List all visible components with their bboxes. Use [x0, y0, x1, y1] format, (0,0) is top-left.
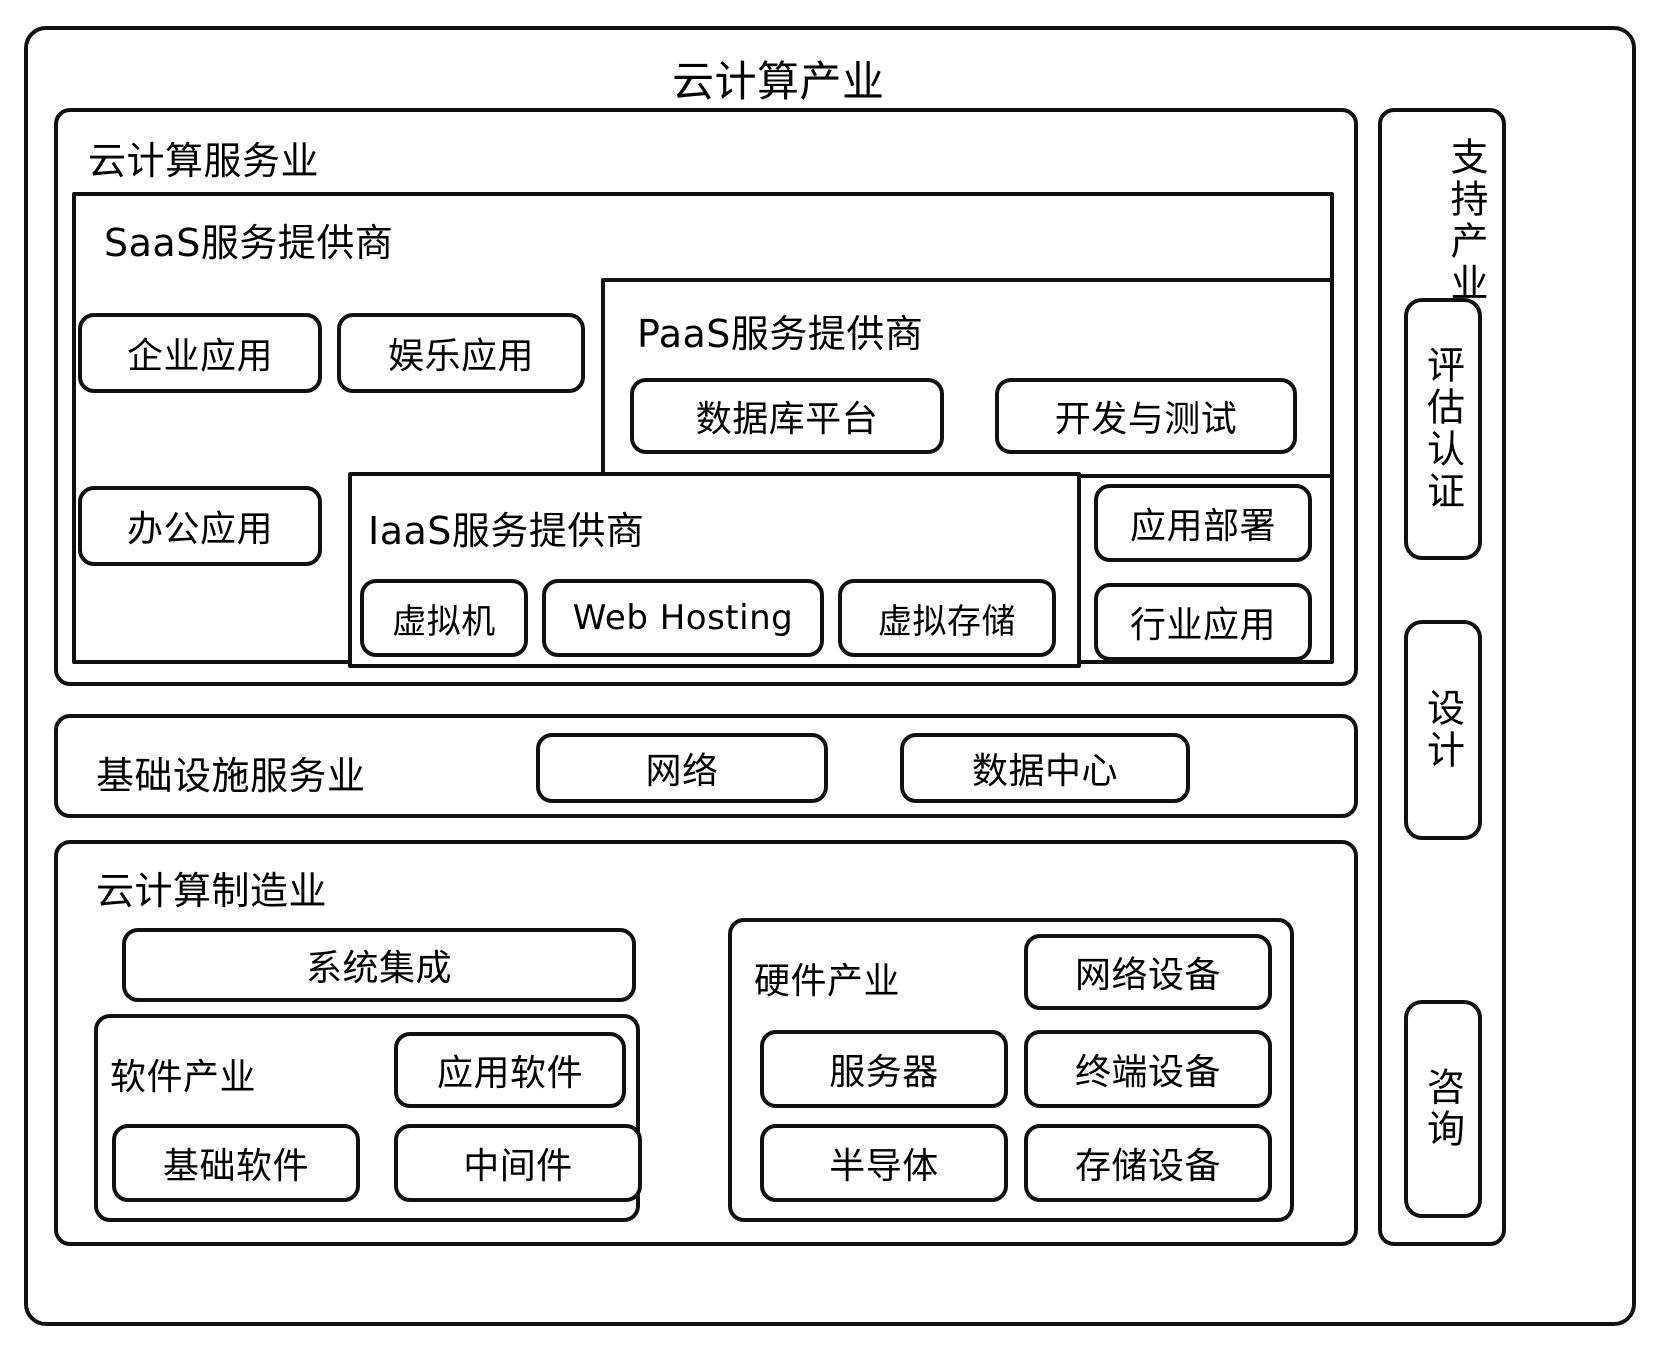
node-virtual-machine[interactable]: 虚拟机 — [360, 579, 528, 657]
node-server[interactable]: 服务器 — [760, 1030, 1008, 1108]
node-dev-and-test[interactable]: 开发与测试 — [995, 378, 1297, 454]
node-storage-equipment[interactable]: 存储设备 — [1024, 1124, 1272, 1202]
node-consulting[interactable]: 咨询 — [1404, 1000, 1482, 1218]
node-application-deployment[interactable]: 应用部署 — [1094, 484, 1312, 562]
label-support-industry: 支持产业 — [1444, 137, 1488, 305]
label-infrastructure-service-industry: 基础设施服务业 — [96, 754, 366, 798]
node-virtual-storage[interactable]: 虚拟存储 — [838, 579, 1056, 657]
label-cloud-service-industry: 云计算服务业 — [88, 139, 320, 183]
label-iaas-provider: IaaS服务提供商 — [368, 509, 645, 553]
label-paas-provider: PaaS服务提供商 — [637, 312, 924, 356]
node-application-software[interactable]: 应用软件 — [394, 1032, 626, 1108]
node-semiconductor[interactable]: 半导体 — [760, 1124, 1008, 1202]
page-title: 云计算产业 — [672, 57, 885, 106]
node-terminal-equipment[interactable]: 终端设备 — [1024, 1030, 1272, 1108]
node-entertainment-app[interactable]: 娱乐应用 — [337, 313, 585, 393]
node-network[interactable]: 网络 — [536, 733, 828, 803]
label-cloud-manufacturing-industry: 云计算制造业 — [96, 869, 328, 913]
label-saas-provider: SaaS服务提供商 — [104, 221, 394, 265]
node-design[interactable]: 设计 — [1404, 620, 1482, 840]
node-evaluation-certification[interactable]: 评估认证 — [1404, 298, 1482, 560]
node-office-app[interactable]: 办公应用 — [78, 486, 322, 566]
node-consulting-label: 咨询 — [1420, 1067, 1465, 1151]
node-basic-software[interactable]: 基础软件 — [112, 1124, 360, 1202]
node-web-hosting[interactable]: Web Hosting — [542, 579, 824, 657]
node-network-equipment[interactable]: 网络设备 — [1024, 934, 1272, 1010]
node-enterprise-app[interactable]: 企业应用 — [78, 313, 322, 393]
node-data-center[interactable]: 数据中心 — [900, 733, 1190, 803]
node-database-platform[interactable]: 数据库平台 — [630, 378, 944, 454]
node-evaluation-certification-label: 评估认证 — [1420, 345, 1465, 513]
node-design-label: 设计 — [1420, 688, 1465, 772]
node-middleware[interactable]: 中间件 — [394, 1124, 642, 1202]
label-hardware-industry: 硬件产业 — [754, 961, 901, 1002]
node-industry-application[interactable]: 行业应用 — [1094, 583, 1312, 661]
node-system-integration[interactable]: 系统集成 — [122, 928, 636, 1002]
label-software-industry: 软件产业 — [110, 1057, 257, 1098]
